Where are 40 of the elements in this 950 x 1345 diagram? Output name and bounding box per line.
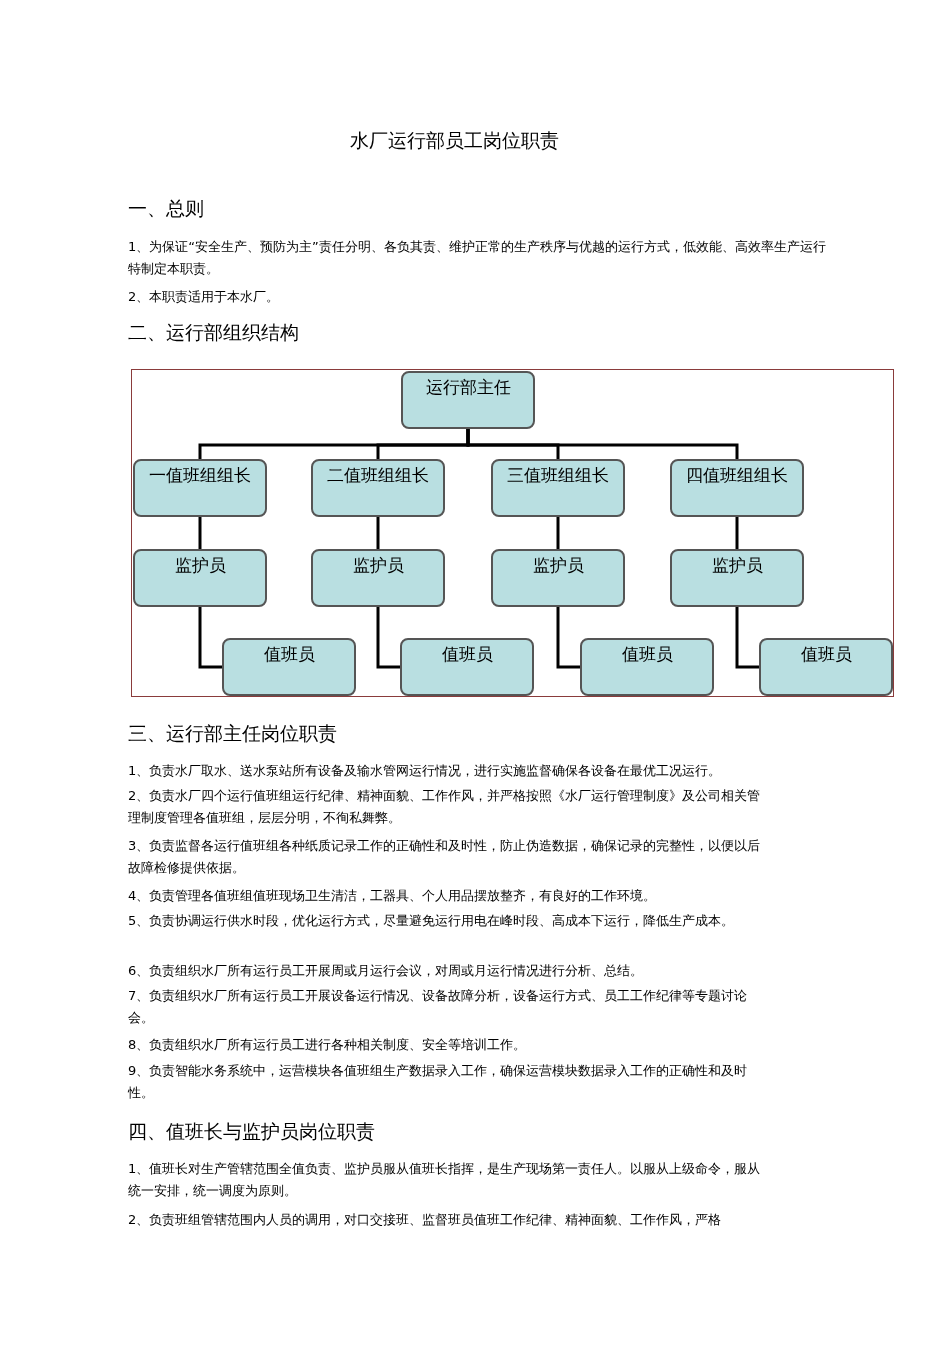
connector-line bbox=[376, 607, 400, 669]
connector-line bbox=[556, 517, 560, 549]
role-box: 一值班组组长 bbox=[133, 459, 267, 517]
section-heading: 二、运行部组织结构 bbox=[128, 320, 300, 345]
connector-line bbox=[466, 429, 739, 459]
connector-line bbox=[735, 607, 759, 669]
paragraph: 4、负责管理各值班组值班现场卫生清洁，工器具、个人用品摆放整齐，有良好的工作环境。 bbox=[128, 887, 658, 905]
section-heading: 四、值班长与监护员岗位职责 bbox=[128, 1119, 376, 1144]
paragraph: 5、负责协调运行供水时段，优化运行方式，尽量避免运行用电在峰时段、高成本下运行，降低生产成本。 bbox=[128, 912, 736, 930]
paragraph: 6、负责组织水厂所有运行员工开展周或月运行会议，对周或月运行情况进行分析、总结。 bbox=[128, 962, 645, 980]
role-box: 三值班组组长 bbox=[491, 459, 625, 517]
page-title: 水厂运行部员工岗位职责 bbox=[350, 128, 559, 152]
paragraph: 2、负责班组管辖范围内人员的调用，对口交接班、监督班员值班工作纪律、精神面貌、工作作风，严格 bbox=[128, 1211, 723, 1229]
connector-line bbox=[556, 607, 580, 669]
role-box: 监护员 bbox=[311, 549, 445, 607]
paragraph: 9、负责智能水务系统中，运营模块各值班组生产数据录入工作，确保运营模块数据录入工作的正确性和及时性。 bbox=[128, 1062, 749, 1102]
role-box: 值班员 bbox=[222, 638, 356, 696]
connector-line bbox=[198, 517, 202, 549]
role-box: 监护员 bbox=[133, 549, 267, 607]
connector-line bbox=[198, 607, 222, 669]
role-box: 值班员 bbox=[759, 638, 893, 696]
role-box: 二值班组组长 bbox=[311, 459, 445, 517]
section-heading: 三、运行部主任岗位职责 bbox=[128, 721, 338, 746]
connector-line bbox=[735, 517, 739, 549]
role-box: 值班员 bbox=[580, 638, 714, 696]
role-box: 值班员 bbox=[400, 638, 534, 696]
paragraph: 1、为保证“安全生产、预防为主”责任分明、各负其责、维护正常的生产秩序与优越的运行方式，低效能、高效率生产运行特制定本职责。 bbox=[128, 238, 827, 278]
paragraph: 1、值班长对生产管辖范围全值负责、监护员服从值班长指挥，是生产现场第一责任人。以服从上级命令，服从统一安排，统一调度为原则。 bbox=[128, 1160, 762, 1200]
paragraph: 8、负责组织水厂所有运行员工进行各种相关制度、安全等培训工作。 bbox=[128, 1036, 528, 1054]
paragraph: 1、负责水厂取水、送水泵站所有设备及输水管网运行情况，进行实施监督确保各设备在最优工况运行。 bbox=[128, 762, 723, 780]
section-heading: 一、总则 bbox=[128, 196, 205, 221]
connector-line bbox=[376, 517, 380, 549]
role-box: 监护员 bbox=[670, 549, 804, 607]
paragraph: 7、负责组织水厂所有运行员工开展设备运行情况、设备故障分析，设备运行方式、员工工作纪律等专题讨论会。 bbox=[128, 987, 749, 1027]
role-box: 四值班组组长 bbox=[670, 459, 804, 517]
paragraph: 3、负责监督各运行值班组各种纸质记录工作的正确性和及时性，防止伪造数据，确保记录的完整性，以便以后故障检修提供依据。 bbox=[128, 837, 762, 877]
paragraph: 2、负责水厂四个运行值班组运行纪律、精神面貌、工作作风，并严格按照《水厂运行管理制度》及公司相关管理制度管理各值班组，层层分明，不徇私舞弊。 bbox=[128, 787, 762, 827]
role-box: 监护员 bbox=[491, 549, 625, 607]
paragraph: 2、本职责适用于本水厂。 bbox=[128, 288, 281, 306]
role-box: 运行部主任 bbox=[401, 371, 535, 429]
